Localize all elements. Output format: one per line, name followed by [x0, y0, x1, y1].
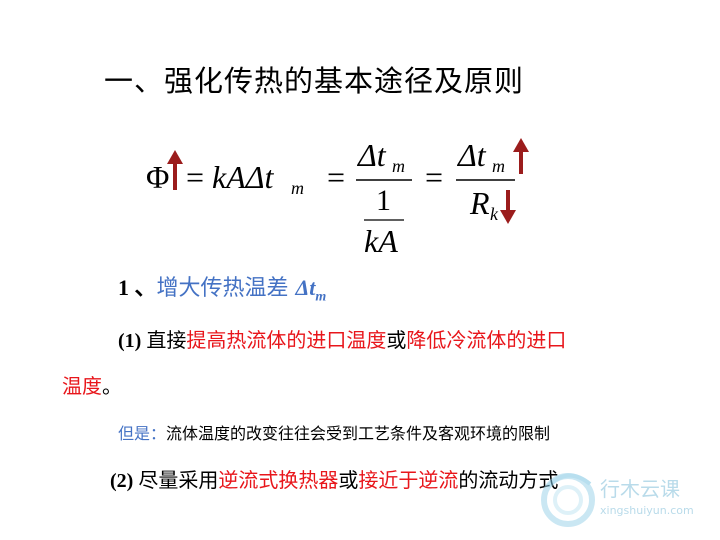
limitation-note: 但是：流体温度的改变往往会受到工艺条件及客观环境的限制 [118, 424, 551, 443]
increase-arrow-icon [167, 150, 183, 190]
decrease-arrow-icon [500, 190, 516, 224]
watermark-logo: 行木云课 xingshuiyun.com [538, 466, 714, 532]
heat-transfer-formula: Φ = kAΔt m = Δt m 1 kA = Δt m R k [140, 130, 560, 260]
fraction2-numerator: Δt [456, 137, 487, 173]
fraction1-one: 1 [376, 184, 391, 217]
svg-text:=: = [425, 159, 443, 195]
svg-text:=: = [327, 159, 345, 195]
svg-text:m: m [492, 156, 505, 176]
item-1-line-1: (1) 直接提高热流体的进口温度或降低冷流体的进口 [118, 328, 567, 352]
watermark-brand: 行木云课 [600, 477, 680, 501]
formula-kadt: kAΔt [212, 159, 275, 195]
section-1-heading: 1 、增大传热温差 Δtm [118, 275, 327, 305]
fraction2-R: R [469, 185, 490, 221]
svg-text:m: m [392, 156, 405, 176]
logo-swirl-icon [541, 473, 595, 527]
svg-text:=: = [186, 159, 204, 195]
item-2: (2) 尽量采用逆流式换热器或接近于逆流的流动方式 [110, 468, 559, 492]
watermark-url: xingshuiyun.com [600, 504, 694, 517]
formula-sub-m-1: m [291, 178, 304, 198]
page-title: 一、强化传热的基本途径及原则 [104, 64, 525, 98]
fraction1-kA: kA [364, 223, 398, 259]
formula-phi: Φ [146, 159, 169, 195]
svg-text:k: k [490, 204, 499, 224]
fraction1-numerator: Δt [356, 137, 387, 173]
increase-arrow-icon [513, 138, 529, 174]
item-1-line-2: 温度。 [62, 374, 122, 398]
